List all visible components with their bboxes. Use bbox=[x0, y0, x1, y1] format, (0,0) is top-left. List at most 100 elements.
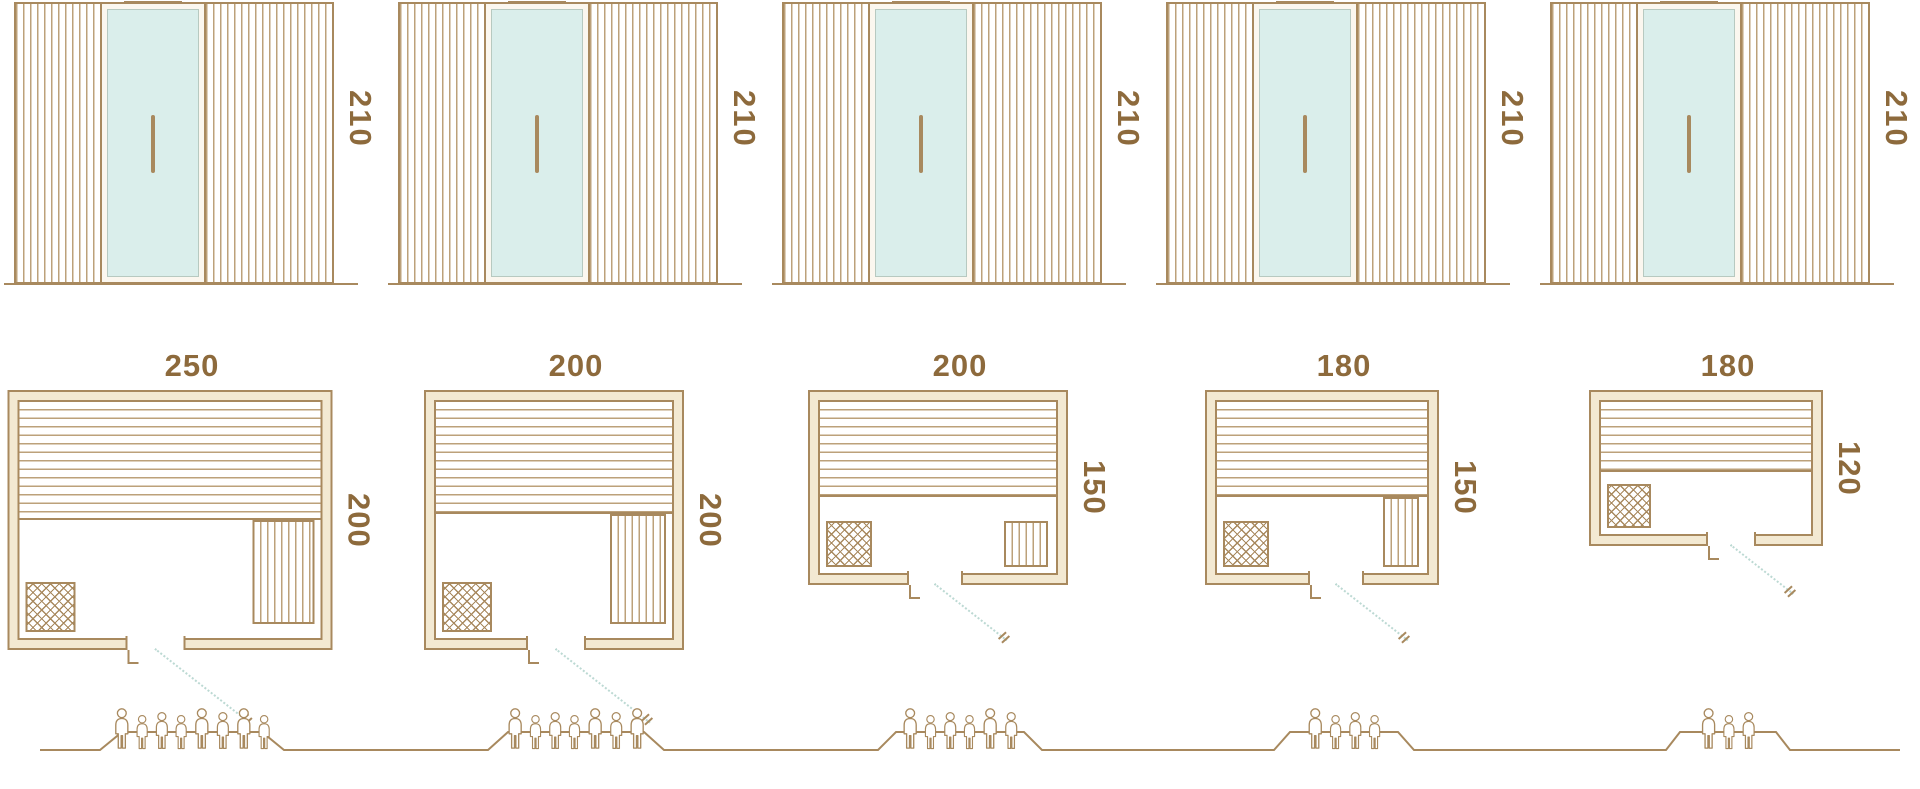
person-icon bbox=[1001, 711, 1020, 751]
wood-panel-left bbox=[16, 4, 100, 282]
person-icon bbox=[111, 707, 132, 751]
person-icon bbox=[940, 711, 959, 751]
wood-panel-left bbox=[400, 4, 484, 282]
door-handle-icon bbox=[1303, 115, 1307, 174]
plan-drawing bbox=[7, 390, 333, 726]
elevation-drawing bbox=[388, 1, 742, 285]
person-icon bbox=[191, 707, 212, 751]
heater-icon bbox=[25, 582, 76, 632]
door-swing-path bbox=[933, 583, 1008, 642]
bench-side bbox=[610, 514, 666, 624]
capacity-row bbox=[0, 708, 1920, 760]
glass-door bbox=[1636, 4, 1742, 282]
door-opening bbox=[1706, 532, 1756, 546]
person-icon bbox=[565, 714, 583, 751]
person-icon bbox=[1698, 707, 1719, 751]
plan-drawing bbox=[1589, 390, 1823, 598]
height-dimension: 210 bbox=[1111, 90, 1146, 148]
door-handle-icon bbox=[151, 115, 155, 174]
person-icon bbox=[172, 714, 190, 751]
width-dimension: 180 bbox=[1316, 348, 1372, 383]
bench-back bbox=[1601, 402, 1811, 472]
ground-line bbox=[1152, 731, 1536, 751]
door-opening bbox=[526, 636, 586, 650]
door-opening bbox=[125, 636, 186, 650]
plan-drawing bbox=[424, 390, 684, 726]
heater-icon bbox=[1607, 484, 1651, 528]
capacity-group-4 bbox=[1152, 708, 1536, 760]
wood-panel-left bbox=[1168, 4, 1252, 282]
sauna-variant-4: 210 180 150 bbox=[1152, 0, 1536, 789]
door-leaf bbox=[909, 585, 920, 599]
floor-line bbox=[772, 283, 1126, 285]
plan-interior bbox=[1599, 400, 1813, 536]
person-icon bbox=[133, 714, 151, 751]
elevation-drawing bbox=[1540, 1, 1894, 285]
floor-plan: 250 200 bbox=[7, 348, 377, 726]
door-leaf bbox=[1310, 585, 1321, 599]
person-icon bbox=[900, 707, 921, 751]
wood-panel-right bbox=[206, 4, 332, 282]
plan-interior bbox=[434, 400, 674, 640]
wood-panel-left bbox=[1552, 4, 1636, 282]
door-opening bbox=[907, 571, 963, 585]
door-handle-icon bbox=[535, 115, 539, 174]
plan-interior bbox=[818, 400, 1058, 575]
plan-interior bbox=[1215, 400, 1429, 575]
depth-dimension: 150 bbox=[1077, 460, 1112, 515]
bench-back bbox=[1217, 402, 1427, 497]
bench-back bbox=[19, 402, 321, 520]
person-icon bbox=[505, 707, 526, 751]
heater-icon bbox=[1223, 521, 1269, 567]
width-dimension: 200 bbox=[548, 348, 604, 383]
person-icon bbox=[1739, 711, 1758, 751]
ground-line bbox=[768, 731, 1152, 751]
height-dimension: 210 bbox=[727, 90, 762, 148]
door-leaf bbox=[1708, 546, 1719, 560]
door-handle-icon bbox=[1687, 115, 1691, 174]
person-icon bbox=[979, 707, 1000, 751]
depth-dimension: 150 bbox=[1448, 460, 1483, 515]
person-icon bbox=[1327, 714, 1345, 751]
floor-line bbox=[1156, 283, 1510, 285]
elevation-drawing bbox=[772, 1, 1126, 285]
glass-door bbox=[868, 4, 974, 282]
floor-plan: 200 200 bbox=[424, 348, 728, 726]
depth-dimension: 200 bbox=[341, 492, 377, 548]
bench-back bbox=[436, 402, 672, 514]
ground-line bbox=[40, 731, 384, 751]
floor-plan: 180 120 bbox=[1589, 348, 1867, 598]
height-dimension: 210 bbox=[343, 90, 378, 148]
person-icon bbox=[255, 714, 273, 751]
plan-drawing bbox=[808, 390, 1068, 644]
person-icon bbox=[1720, 714, 1738, 751]
person-icon bbox=[584, 707, 605, 751]
person-icon bbox=[1305, 707, 1326, 751]
floor-plan: 180 150 bbox=[1205, 348, 1483, 644]
capacity-people bbox=[900, 707, 1021, 751]
person-icon bbox=[213, 711, 232, 751]
bench-back bbox=[820, 402, 1056, 497]
heater-icon bbox=[442, 582, 492, 632]
bench-side bbox=[1383, 497, 1419, 567]
person-icon bbox=[545, 711, 564, 751]
depth-dimension: 120 bbox=[1832, 440, 1867, 496]
person-icon bbox=[626, 707, 647, 751]
depth-dimension: 200 bbox=[693, 492, 728, 548]
capacity-people bbox=[111, 707, 272, 751]
person-icon bbox=[527, 714, 545, 751]
bench-side bbox=[1004, 521, 1048, 567]
door-opening bbox=[1308, 571, 1364, 585]
person-icon bbox=[922, 714, 940, 751]
door-leaf bbox=[127, 650, 139, 664]
person-icon bbox=[1345, 711, 1364, 751]
sauna-variant-5: 210 180 120 bbox=[1536, 0, 1920, 789]
floor-line bbox=[388, 283, 742, 285]
elevation-drawing bbox=[4, 1, 358, 285]
sauna-variant-3: 210 200 150 bbox=[768, 0, 1152, 789]
wood-panel-right bbox=[1358, 4, 1484, 282]
sauna-variant-1: 210 250 200 bbox=[0, 0, 384, 789]
glass-door bbox=[1252, 4, 1358, 282]
height-dimension: 210 bbox=[1495, 90, 1530, 148]
